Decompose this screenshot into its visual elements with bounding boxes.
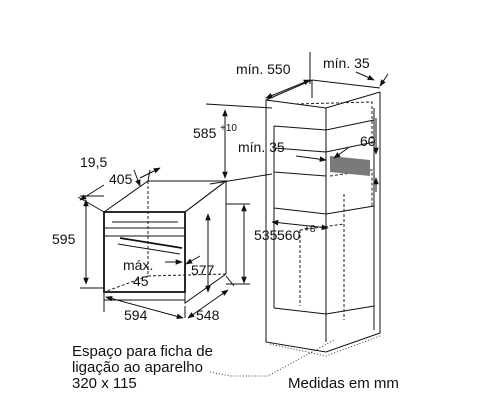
door-handle [119,237,183,249]
niche-hidden-top [295,101,373,144]
dim-vent-depth-label: mín. 35 [238,139,285,155]
dim-niche-width: 560 +8 [271,219,329,243]
dim-cabinet-width-label: mín. 550 [236,61,291,77]
dim-oven-height: 595 [52,195,104,289]
dim-oven-depth-label: 548 [196,307,220,323]
dim-niche-width-label: 560 [277,227,301,243]
dim-door-max-line2: 45 [133,273,149,289]
oven-side [184,179,227,304]
cabinet-drawing [265,79,381,357]
dim-niche-height-label: 585 [193,125,217,141]
dim-oven-depth: 548 [187,275,235,323]
dim-inner-height-label: 577 [191,262,215,278]
dim-niche-height-sup: +10 [220,123,237,134]
dim-oven-width-label: 594 [124,307,148,323]
dim-inner-height: 577 [191,213,215,293]
dim-vent-height: 60 [360,118,379,192]
dim-top-gap: mín. 35 [323,55,389,87]
dim-vent-height-label: 60 [360,133,376,149]
dim-body-height: 535 [226,203,278,285]
dim-oven-width: 594 [103,295,186,323]
dim-niche-width-sup: +8 [304,224,316,235]
dim-oven-height-label: 595 [52,231,76,247]
dim-niche-height: 585 +10 [193,103,273,185]
dim-top-gap-label: mín. 35 [323,55,370,71]
cabinet-outline [265,92,381,353]
dim-door-max-line1: máx. [123,257,153,273]
socket-leader-line [209,339,335,377]
dim-front-offset: 19,5 [80,154,151,187]
socket-note-line2: ligação ao aparelho [72,359,203,376]
oven-door [103,235,186,301]
ventilation-slot [330,156,370,176]
units-note: Medidas em mm [288,375,399,392]
socket-note-line3: 320 x 115 [72,375,137,392]
dim-door-max: máx. 45 [123,255,201,289]
dim-vent-depth: mín. 35 [238,139,349,162]
oven-drawing [103,179,228,304]
dim-front-depth: 405 [77,167,161,213]
socket-note-line1: Espaço para ficha de [72,343,213,360]
dim-cabinet-width: mín. 550 [236,52,311,99]
dim-front-offset-label: 19,5 [80,154,107,170]
dim-front-depth-label: 405 [109,171,133,187]
